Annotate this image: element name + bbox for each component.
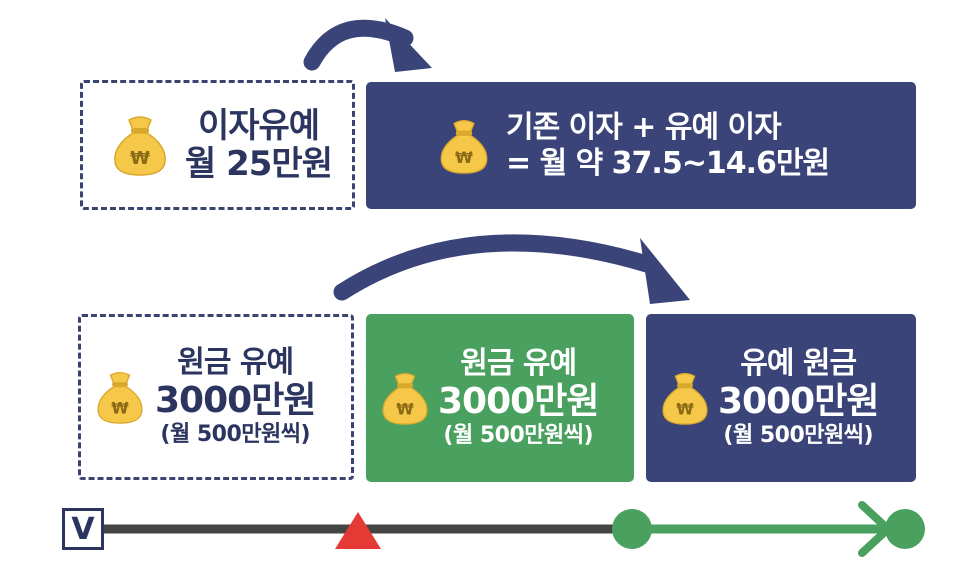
svg-text:₩: ₩ [130,148,150,169]
box2-amount: 3000만원 [438,380,599,422]
interest-deferral-amount: 월 25만원 [185,144,333,184]
box3-title: 유예 원금 [740,345,857,381]
bottom-curved-arrow [333,234,690,304]
timeline-arrow-head [858,501,892,557]
red-triangle-marker [335,512,381,549]
money-bag-icon: ₩ [382,372,428,425]
svg-text:₩: ₩ [396,400,414,419]
principal-deferral-box-1: ₩ 원금 유예 3000만원 (월 500만원씩) [78,314,354,480]
money-bag-icon: ₩ [662,372,708,425]
total-interest-title: 기존 이자 + 유예 이자 [506,109,782,145]
deferred-principal-box: ₩ 유예 원금 3000만원 (월 500만원씩) [646,314,916,482]
money-bag-icon: ₩ [97,371,143,424]
box1-amount: 3000만원 [155,379,316,421]
interest-deferral-box: ₩ 이자유예 월 25만원 [80,80,355,210]
interest-deferral-title: 이자유예 [197,105,320,146]
money-bag-icon: ₩ [440,119,488,174]
box2-monthly: (월 500만원씩) [443,422,594,448]
total-interest-amount: = 월 약 37.5~14.6만원 [506,145,830,181]
timeline-start-marker: V [62,508,104,550]
box3-amount: 3000만원 [718,380,879,422]
timeline-start-label: V [71,511,95,547]
box3-monthly: (월 500만원씩) [723,422,874,448]
timeline-green-start-dot [612,509,652,549]
box1-title: 원금 유예 [177,344,294,380]
box1-monthly: (월 500만원씩) [160,421,311,447]
box2-title: 원금 유예 [460,345,577,381]
timeline-green-end-dot [885,509,925,549]
money-bag-icon: ₩ [114,116,166,176]
svg-text:₩: ₩ [111,399,129,418]
svg-text:₩: ₩ [455,148,473,167]
svg-text:₩: ₩ [676,400,694,419]
top-curved-arrow [303,18,432,72]
total-interest-box: ₩ 기존 이자 + 유예 이자 = 월 약 37.5~14.6만원 [366,82,916,209]
principal-deferral-box-2: ₩ 원금 유예 3000만원 (월 500만원씩) [366,314,634,482]
